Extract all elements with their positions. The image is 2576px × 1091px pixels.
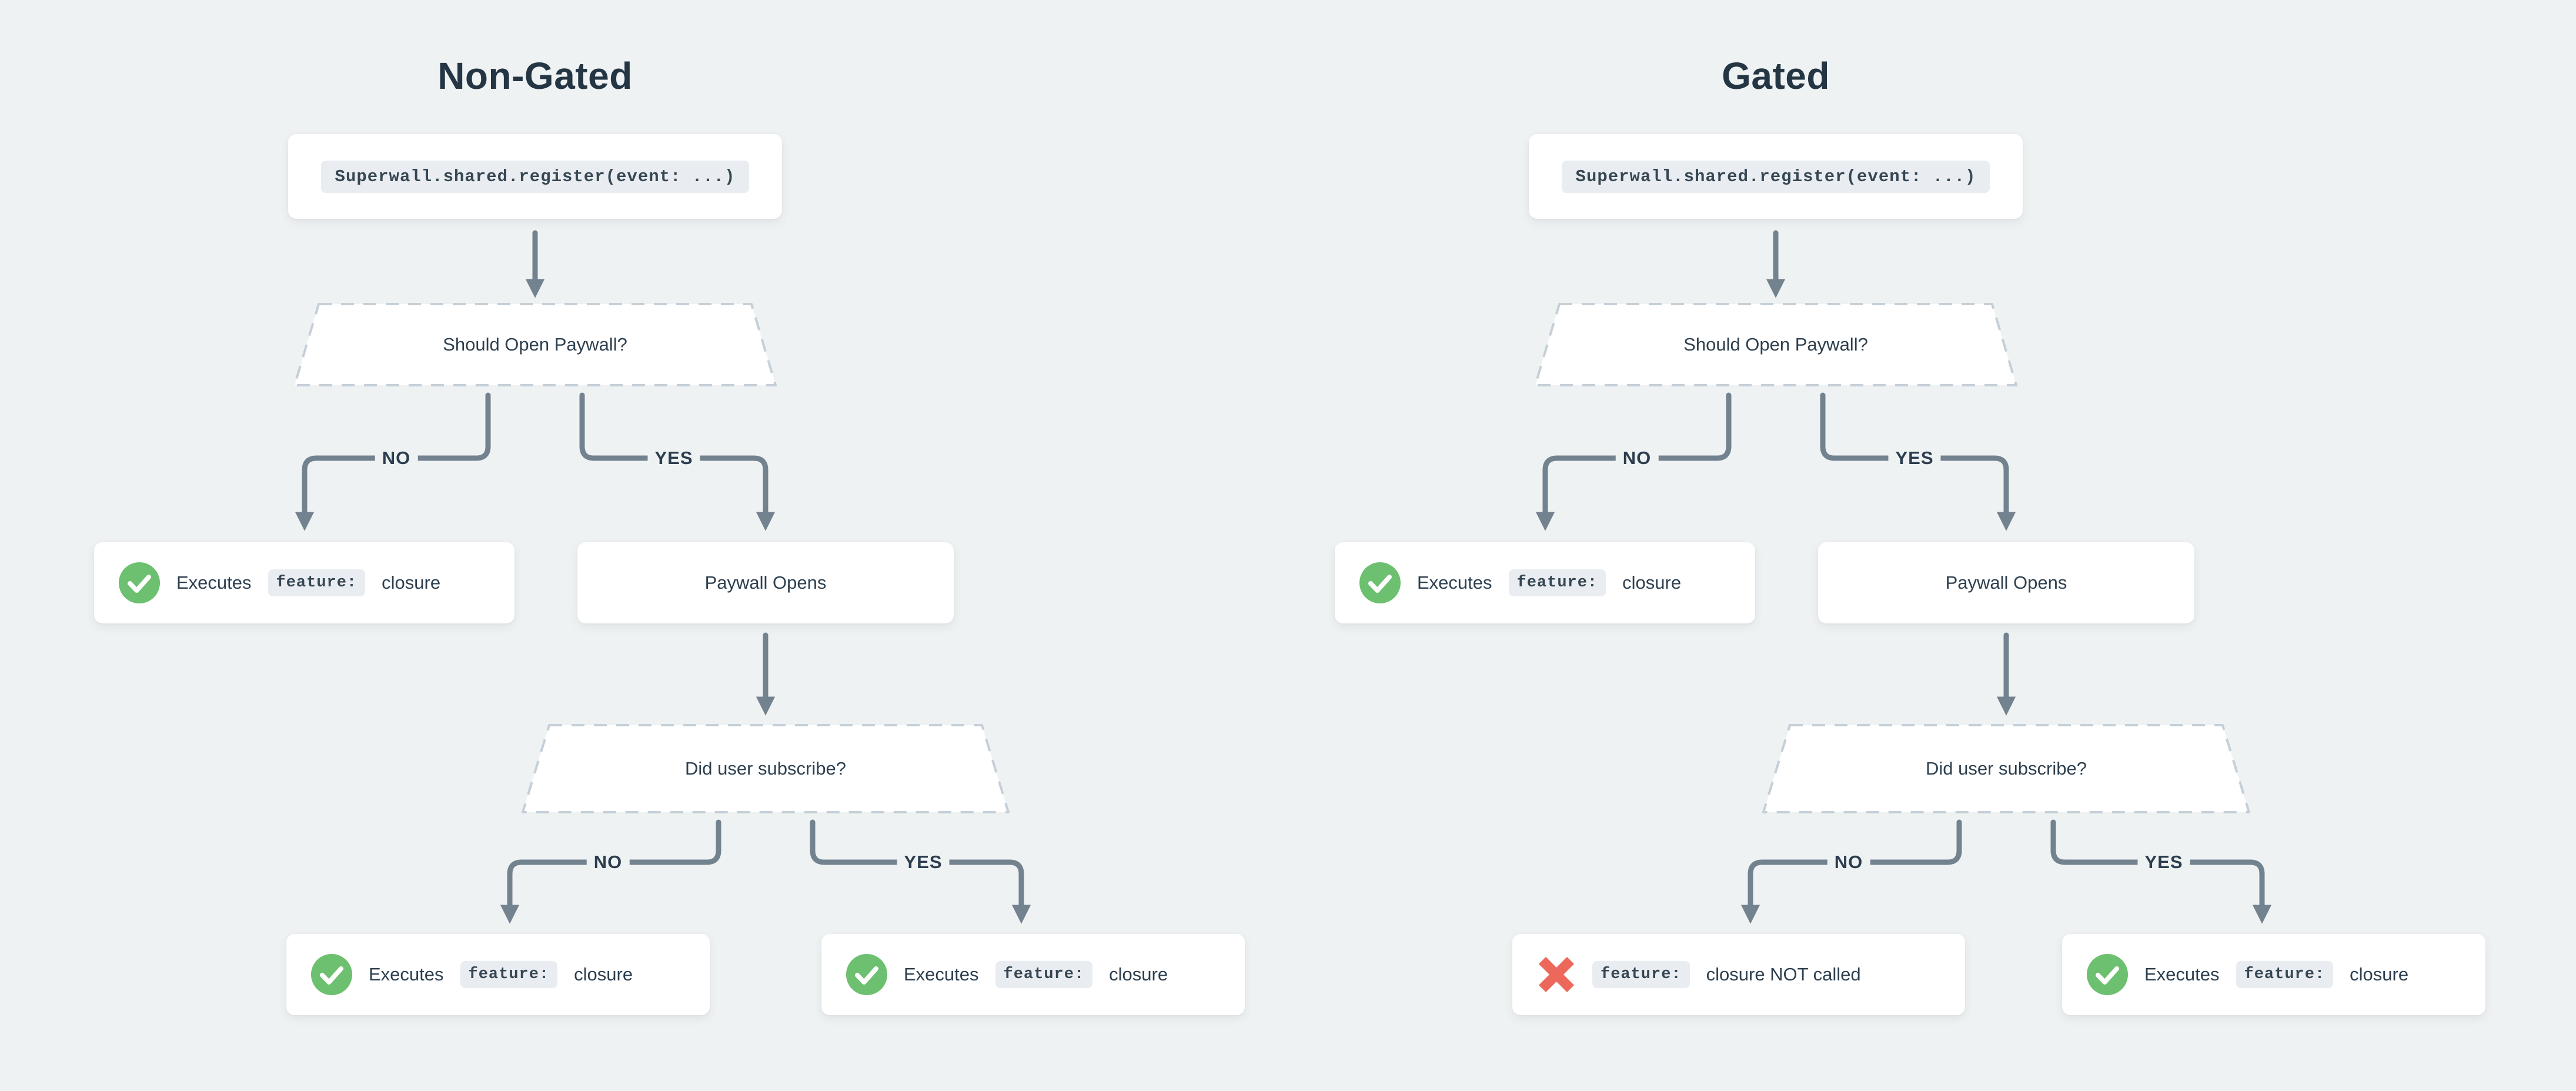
trapezoid-shape bbox=[293, 303, 777, 386]
trapezoid-shape bbox=[1762, 724, 2250, 813]
did-user-subscribe-decision: Did user subscribe? bbox=[1762, 723, 2251, 814]
feature-code-chip: feature: bbox=[1592, 961, 1690, 988]
subscribe-branch-no-label: NO bbox=[1827, 850, 1870, 874]
result-text-prefix: Executes bbox=[1417, 572, 1492, 593]
should-open-paywall-decision: Should Open Paywall? bbox=[293, 302, 777, 387]
check-circle-icon bbox=[311, 954, 352, 995]
trapezoid-shape bbox=[1534, 303, 2017, 386]
paywall-opens-label: Paywall Opens bbox=[1945, 572, 2067, 593]
check-circle-icon bbox=[1359, 562, 1401, 603]
paywall-branch-yes-label: YES bbox=[1888, 446, 1941, 470]
paywall-branch-no-label: NO bbox=[375, 446, 418, 470]
register-code-snippet: Superwall.shared.register(event: ...) bbox=[1561, 160, 1990, 193]
result-text-suffix: closure bbox=[1622, 572, 1682, 593]
paywall-branch-yes-label: YES bbox=[647, 446, 700, 470]
paywall-opens-node: Paywall Opens bbox=[1818, 542, 2194, 623]
result-text-prefix: Executes bbox=[904, 964, 979, 985]
non-gated-flowchart: Non-Gated Superwall.shared.register(even… bbox=[94, 55, 1245, 1015]
result-text-suffix: closure bbox=[574, 964, 633, 985]
result-text-prefix: Executes bbox=[369, 964, 444, 985]
decision-label: Should Open Paywall? bbox=[443, 334, 627, 355]
paywall-opens-label: Paywall Opens bbox=[704, 572, 827, 593]
result-text-suffix: closure bbox=[382, 572, 441, 593]
not-subscribed-result-node: feature: closure NOT called bbox=[1512, 934, 1965, 1015]
check-circle-icon bbox=[2087, 954, 2128, 995]
feature-code-chip: feature: bbox=[268, 569, 366, 596]
register-event-node: Superwall.shared.register(event: ...) bbox=[1529, 134, 2023, 219]
result-text-suffix: closure bbox=[1109, 964, 1168, 985]
no-paywall-result-node: Executes feature: closure bbox=[94, 542, 514, 623]
no-paywall-result-node: Executes feature: closure bbox=[1335, 542, 1755, 623]
gated-flowchart: Gated Superwall.shared.register(event: .… bbox=[1241, 0, 2576, 1091]
subscribe-branch-no-label: NO bbox=[586, 850, 630, 874]
feature-code-chip: feature: bbox=[2236, 961, 2334, 988]
register-code-snippet: Superwall.shared.register(event: ...) bbox=[320, 160, 750, 193]
paywall-opens-node: Paywall Opens bbox=[577, 542, 954, 623]
trapezoid-shape bbox=[522, 724, 1010, 813]
cross-icon bbox=[1538, 956, 1575, 993]
not-subscribed-result-node: Executes feature: closure bbox=[286, 934, 710, 1015]
should-open-paywall-decision: Should Open Paywall? bbox=[1533, 302, 2018, 387]
result-text-prefix: Executes bbox=[176, 572, 252, 593]
subscribed-result-node: Executes feature: closure bbox=[821, 934, 1245, 1015]
subscribe-branch-yes-label: YES bbox=[897, 850, 950, 874]
decision-label: Did user subscribe? bbox=[685, 758, 846, 779]
chart-title: Non-Gated bbox=[437, 55, 633, 97]
feature-code-chip: feature: bbox=[995, 961, 1093, 988]
result-text-suffix: closure bbox=[2350, 964, 2409, 985]
subscribe-branch-yes-label: YES bbox=[2137, 850, 2190, 874]
did-user-subscribe-decision: Did user subscribe? bbox=[521, 723, 1010, 814]
result-text-suffix: closure NOT called bbox=[1706, 964, 1861, 985]
feature-code-chip: feature: bbox=[460, 961, 558, 988]
check-circle-icon bbox=[119, 562, 160, 603]
check-circle-icon bbox=[846, 954, 887, 995]
paywall-branch-no-label: NO bbox=[1615, 446, 1659, 470]
chart-title: Gated bbox=[1722, 55, 1830, 97]
register-event-node: Superwall.shared.register(event: ...) bbox=[288, 134, 782, 219]
subscribed-result-node: Executes feature: closure bbox=[2062, 934, 2485, 1015]
decision-label: Did user subscribe? bbox=[1926, 758, 2087, 779]
decision-label: Should Open Paywall? bbox=[1683, 334, 1868, 355]
result-text-prefix: Executes bbox=[2144, 964, 2220, 985]
feature-code-chip: feature: bbox=[1508, 569, 1606, 596]
